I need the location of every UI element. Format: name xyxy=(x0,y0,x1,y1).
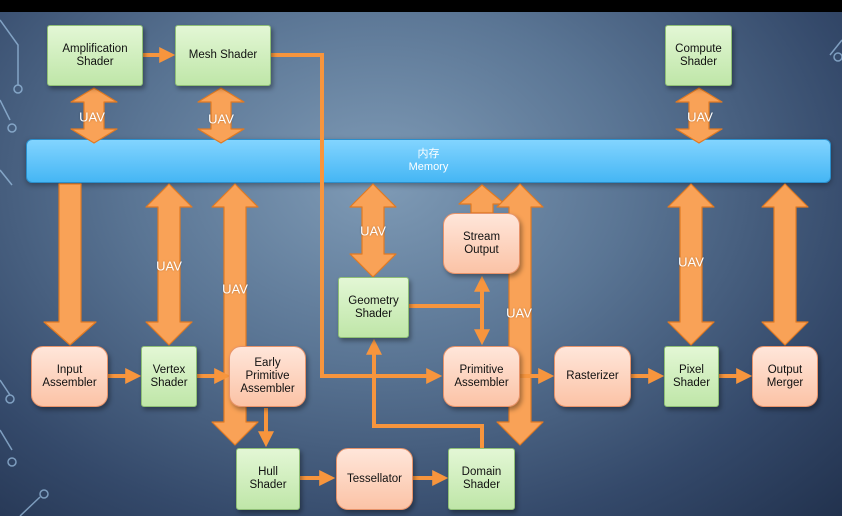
uav-arrow-hull xyxy=(211,183,259,446)
mesh-shader-node: Mesh Shader xyxy=(175,25,271,86)
uav-label-vertex: UAV xyxy=(156,258,182,274)
input-assembler-node: Input Assembler xyxy=(31,346,108,407)
uav-arrow-vertex xyxy=(145,183,193,346)
vertex-shader-node: Vertex Shader xyxy=(141,346,197,407)
stream-output-to-memory-arrow xyxy=(458,184,506,214)
uav-arrow-amplification xyxy=(70,87,118,144)
uav-label-amplification: UAV xyxy=(79,109,105,125)
uav-arrow-domain xyxy=(496,183,544,446)
early-primitive-assembler-node: Early Primitive Assembler xyxy=(229,346,306,407)
primitive-assembler-node: Primitive Assembler xyxy=(443,346,520,407)
geometry-shader-node: Geometry Shader xyxy=(338,277,409,338)
uav-label-pixel: UAV xyxy=(678,254,704,270)
stream-output-node: Stream Output xyxy=(443,213,520,274)
domain-to-geometry-arrow xyxy=(366,338,484,448)
uav-arrow-output-merger xyxy=(761,183,809,346)
uav-arrow-compute xyxy=(675,87,723,144)
uav-arrow-pixel xyxy=(667,183,715,346)
uav-arrow-mesh xyxy=(197,87,245,144)
rasterizer-node: Rasterizer xyxy=(554,346,631,407)
mesh-to-primitive-arrow xyxy=(271,53,443,384)
uav-label-domain: UAV xyxy=(506,305,532,321)
pixel-shader-node: Pixel Shader xyxy=(664,346,719,407)
window-top-bar xyxy=(0,0,842,12)
tessellator-node: Tessellator xyxy=(336,448,413,510)
uav-label-geometry: UAV xyxy=(360,223,386,239)
output-merger-node: Output Merger xyxy=(752,346,818,407)
geometry-to-primitive-arrow xyxy=(409,304,490,346)
amplification-shader-node: Amplification Shader xyxy=(47,25,143,86)
memory-label-en: Memory xyxy=(408,161,449,173)
uav-label-hull: UAV xyxy=(222,281,248,297)
memory-label-cn: 内存 xyxy=(417,148,440,160)
compute-shader-node: Compute Shader xyxy=(665,25,732,86)
memory-bar: 内存 Memory xyxy=(26,139,831,183)
uav-label-mesh: UAV xyxy=(208,111,234,127)
hull-shader-node: Hull Shader xyxy=(236,448,300,510)
domain-shader-node: Domain Shader xyxy=(448,448,515,510)
uav-label-compute: UAV xyxy=(687,109,713,125)
memory-to-input-arrow xyxy=(43,183,97,346)
